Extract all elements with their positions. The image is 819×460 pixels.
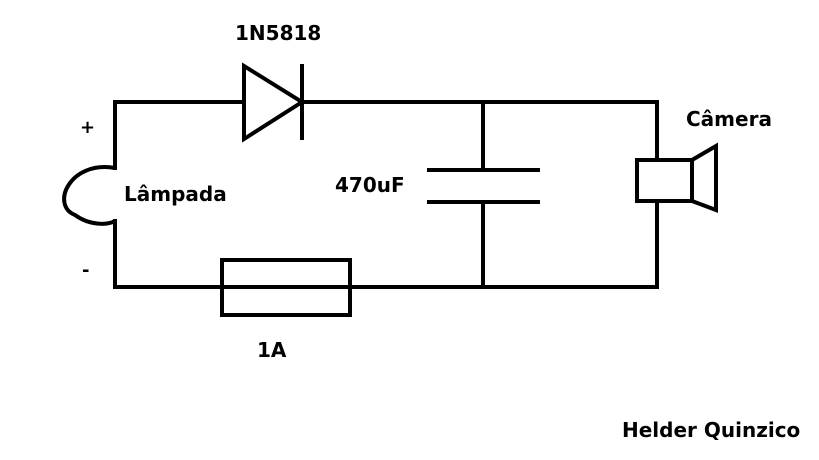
capacitor (427, 100, 540, 289)
diode (242, 62, 306, 143)
diode-label: 1N5818 (235, 21, 321, 45)
minus-sign: - (82, 260, 89, 281)
lamp (62, 165, 116, 226)
wire-top-right (300, 100, 659, 162)
wire-right-bottom (348, 199, 659, 289)
fuse-label: 1A (257, 338, 287, 362)
wire-bottom-left (113, 219, 224, 289)
camera-label: Câmera (686, 107, 772, 131)
diode-triangle (242, 62, 306, 143)
author-label: Helder Quinzico (622, 418, 800, 442)
lamp-label: Lâmpada (124, 182, 227, 206)
camera-body (635, 158, 694, 203)
camera-symbol (635, 142, 718, 213)
lamp-circle (62, 165, 116, 226)
wire-top-left (113, 100, 246, 170)
camera-cone (690, 142, 718, 213)
plus-sign: + (80, 117, 95, 138)
capacitor-label: 470uF (335, 173, 405, 197)
